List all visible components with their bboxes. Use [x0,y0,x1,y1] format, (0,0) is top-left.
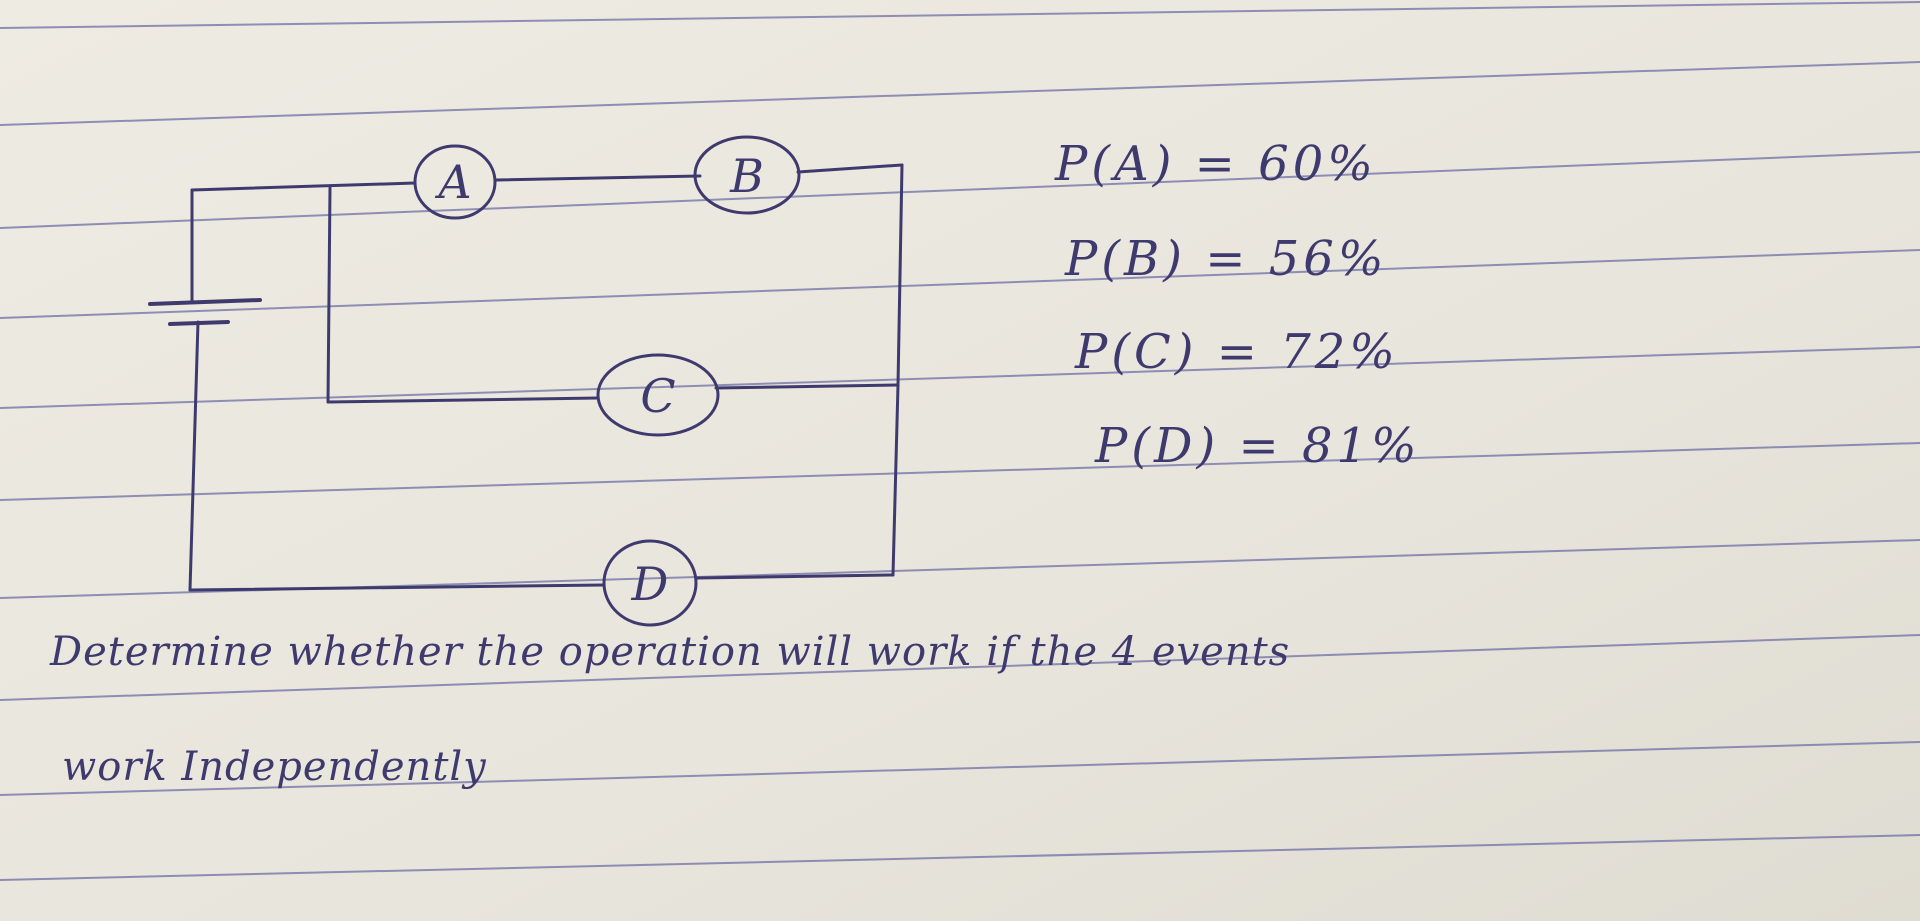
rule-line [0,1,1920,29]
components [413,135,801,627]
wire-branch-left [326,186,332,404]
component-c-circle [596,353,720,437]
rule-line [0,442,1920,501]
problem-line-2: work Independently [62,744,487,790]
probability-c: P(C) = 72% [1074,324,1399,380]
wire-d-left [188,583,606,592]
probability-d: P(D) = 81% [1094,418,1421,474]
wire-right-upper [896,163,904,387]
wire-d-right [695,573,895,580]
battery-short-plate [168,320,230,326]
rule-line [0,346,1920,409]
component-a-circle [413,144,497,220]
battery-long-plate [148,298,262,306]
rule-line [0,741,1920,796]
battery-symbol [148,298,262,326]
wire-a-b [495,174,702,182]
circuit-wires [188,163,904,592]
component-b-circle [693,135,801,215]
wire-top-left [190,181,417,192]
ruled-lines [0,1,1920,881]
rule-line [0,834,1920,881]
probability-a: P(A) = 60% [1054,136,1377,192]
wire-c-left [326,396,600,404]
wire-c-right [714,383,900,390]
probability-b: P(B) = 56% [1064,231,1387,287]
rule-line [0,151,1920,229]
component-d-label: D [631,557,669,611]
component-b-label: B [729,149,764,203]
problem-line-1: Determine whether the operation will wor… [49,629,1290,675]
wire-b-right [796,163,904,174]
rule-line [0,634,1920,701]
rule-line [0,249,1920,319]
component-a-label: A [434,155,471,209]
wire-battery-bottom [188,320,200,592]
wire-right-lower [891,383,900,577]
component-d-circle [602,539,698,627]
rule-line [0,61,1920,126]
component-c-label: C [640,369,675,423]
